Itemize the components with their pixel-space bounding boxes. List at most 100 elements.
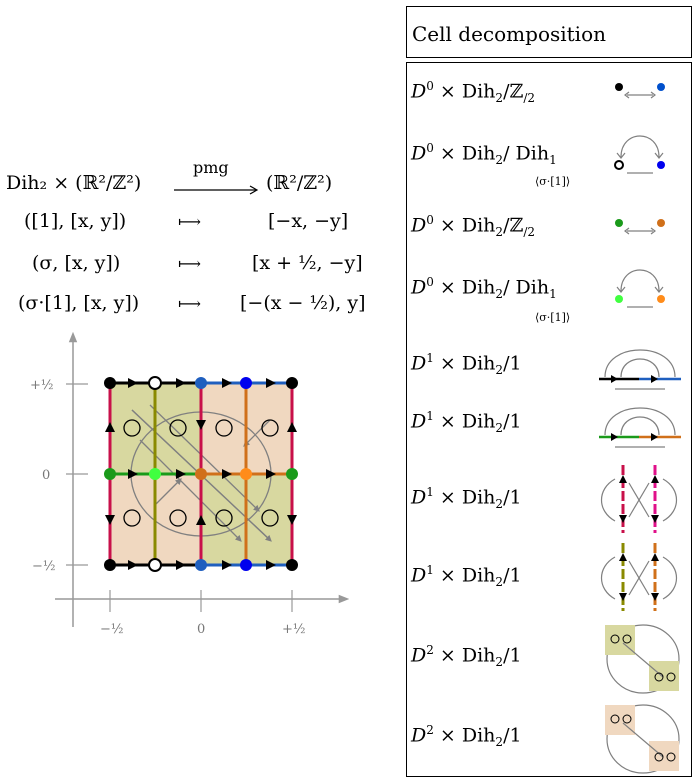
row-base: D <box>411 214 427 237</box>
row-underbrace: ⟨σ·[1]⟩ <box>535 175 571 188</box>
row-rest: × Dih <box>433 142 496 165</box>
equation-1-lhs: ([1], [x, y]) <box>24 210 127 232</box>
row-sub: 2 <box>495 735 504 750</box>
row-dim: 0 <box>426 213 434 227</box>
row-dim: 0 <box>426 275 434 289</box>
row-sub: 2 <box>495 575 504 590</box>
edge-arrows <box>105 378 297 570</box>
row-base: D <box>411 80 427 103</box>
row-quot: / Dih <box>503 276 550 299</box>
table-row: D0 × Dih2/ℤ/2 <box>411 79 535 105</box>
equation-0-lhs: Dih₂ × (ℝ²/ℤ²) <box>6 172 142 194</box>
vertices <box>104 376 298 572</box>
row-base: D <box>411 142 427 165</box>
row-dim: 0 <box>426 79 434 93</box>
row-dim: 1 <box>426 351 434 365</box>
row-base: D <box>411 644 427 667</box>
table-row: D0 × Dih2/ℤ/2 <box>411 213 535 239</box>
table-row: D1 × Dih2/1 <box>411 485 522 511</box>
row-qsub: 1 <box>549 287 557 302</box>
row-base: D <box>411 352 427 375</box>
row-base: D <box>411 724 427 747</box>
row-sub: 2 <box>495 363 504 378</box>
row-quot: /ℤ <box>503 80 524 103</box>
x-tick-label-zero: 0 <box>197 622 205 637</box>
row-rest: × Dih <box>433 410 496 433</box>
green-orange-vertex-pair-icon <box>615 219 665 235</box>
row-quot: /1 <box>503 486 522 509</box>
vertical-edge-crimson-icon <box>600 465 678 533</box>
table-row: D2 × Dih2/1 <box>411 723 522 749</box>
table-row: D1 × Dih2/1 <box>411 351 522 377</box>
row-quot: /1 <box>503 644 522 667</box>
row-rest: × Dih <box>433 724 496 747</box>
row-dim: 1 <box>426 563 434 577</box>
row-qsub: 1 <box>549 153 557 168</box>
equation-1-rhs: [−x, −y] <box>268 210 349 232</box>
row-rest: × Dih <box>433 644 496 667</box>
table-row: D0 × Dih2/ Dih1 <box>411 141 557 167</box>
equation-0-rhs: (ℝ²/ℤ²) <box>266 172 333 194</box>
row-sub: 2 <box>495 225 504 240</box>
equation-2-rhs: [x + ½, −y] <box>252 252 363 274</box>
row-rest: × Dih <box>433 352 496 375</box>
y-tick-label-top: +½ <box>30 378 54 393</box>
row-dim: 0 <box>426 141 434 155</box>
row-quot: /ℤ <box>503 214 524 237</box>
olive-cells-rotation-icon <box>605 624 680 694</box>
cell-decomposition-table: D0 × Dih2/ℤ/2 D0 × Dih2/ Dih1 ⟨σ·[1]⟩ D0… <box>406 62 692 777</box>
row-base: D <box>411 410 427 433</box>
row-rest: × Dih <box>433 214 496 237</box>
group-action-equations: Dih₂ × (ℝ²/ℤ²) pmg (ℝ²/ℤ²) ([1], [x, y])… <box>0 150 400 330</box>
lime-orange-vertex-pair-icon <box>615 269 665 308</box>
row-sub: 2 <box>495 91 504 106</box>
axis-ticks <box>66 383 293 612</box>
equation-2-map: ⟼ <box>178 254 201 273</box>
table-title: Cell decomposition <box>412 22 606 46</box>
row-sub: 2 <box>495 287 504 302</box>
table-row: D1 × Dih2/1 <box>411 409 522 435</box>
row-quot: /1 <box>503 410 522 433</box>
row-rest: × Dih <box>433 276 496 299</box>
tan-cells-rotation-icon <box>605 704 680 774</box>
row-rest: × Dih <box>433 564 496 587</box>
row-base: D <box>411 276 427 299</box>
row-underbrace: ⟨σ·[1]⟩ <box>535 311 571 324</box>
table-title-box: Cell decomposition <box>406 6 692 58</box>
row-rest: × Dih <box>433 486 496 509</box>
row-base: D <box>411 564 427 587</box>
row-sub: 2 <box>495 655 504 670</box>
row-dim: 1 <box>426 485 434 499</box>
row-base: D <box>411 486 427 509</box>
row-dim: 2 <box>426 643 434 657</box>
horizontal-edge-black-blue-icon <box>599 349 681 390</box>
vertical-edge-olive-icon <box>600 543 678 611</box>
equation-2-lhs: (σ, [x, y]) <box>32 252 121 274</box>
row-quot: /1 <box>503 724 522 747</box>
equation-3-lhs: (σ·[1], [x, y]) <box>18 292 140 314</box>
equation-3-rhs: [−(x − ½), y] <box>240 292 366 314</box>
row-sub: 2 <box>495 497 504 512</box>
row-dim: 2 <box>426 723 434 737</box>
table-row: D1 × Dih2/1 <box>411 563 522 589</box>
row-sub: 2 <box>495 153 504 168</box>
row-qsub: /2 <box>523 225 536 240</box>
x-tick-label-right: +½ <box>282 622 306 637</box>
row-quot: /1 <box>503 352 522 375</box>
row-quot: / Dih <box>503 142 550 165</box>
row-qsub: /2 <box>523 91 536 106</box>
long-right-arrow-icon <box>174 185 259 195</box>
row-quot: /1 <box>503 564 522 587</box>
equation-1-map: ⟼ <box>178 212 201 231</box>
equation-3-map: ⟼ <box>178 294 201 313</box>
fundamental-domain-diagram: +½ 0 −½ −½ 0 +½ <box>30 331 350 637</box>
equation-0-label: pmg <box>193 158 229 177</box>
table-row: D2 × Dih2/1 <box>411 643 522 669</box>
row-sub: 2 <box>495 421 504 436</box>
table-row: D0 × Dih2/ Dih1 <box>411 275 557 301</box>
row-rest: × Dih <box>433 80 496 103</box>
row-dim: 1 <box>426 409 434 423</box>
y-tick-label-bottom: −½ <box>32 559 56 574</box>
horizontal-edge-green-orange-icon <box>599 407 681 448</box>
rotation-icons <box>123 419 279 527</box>
